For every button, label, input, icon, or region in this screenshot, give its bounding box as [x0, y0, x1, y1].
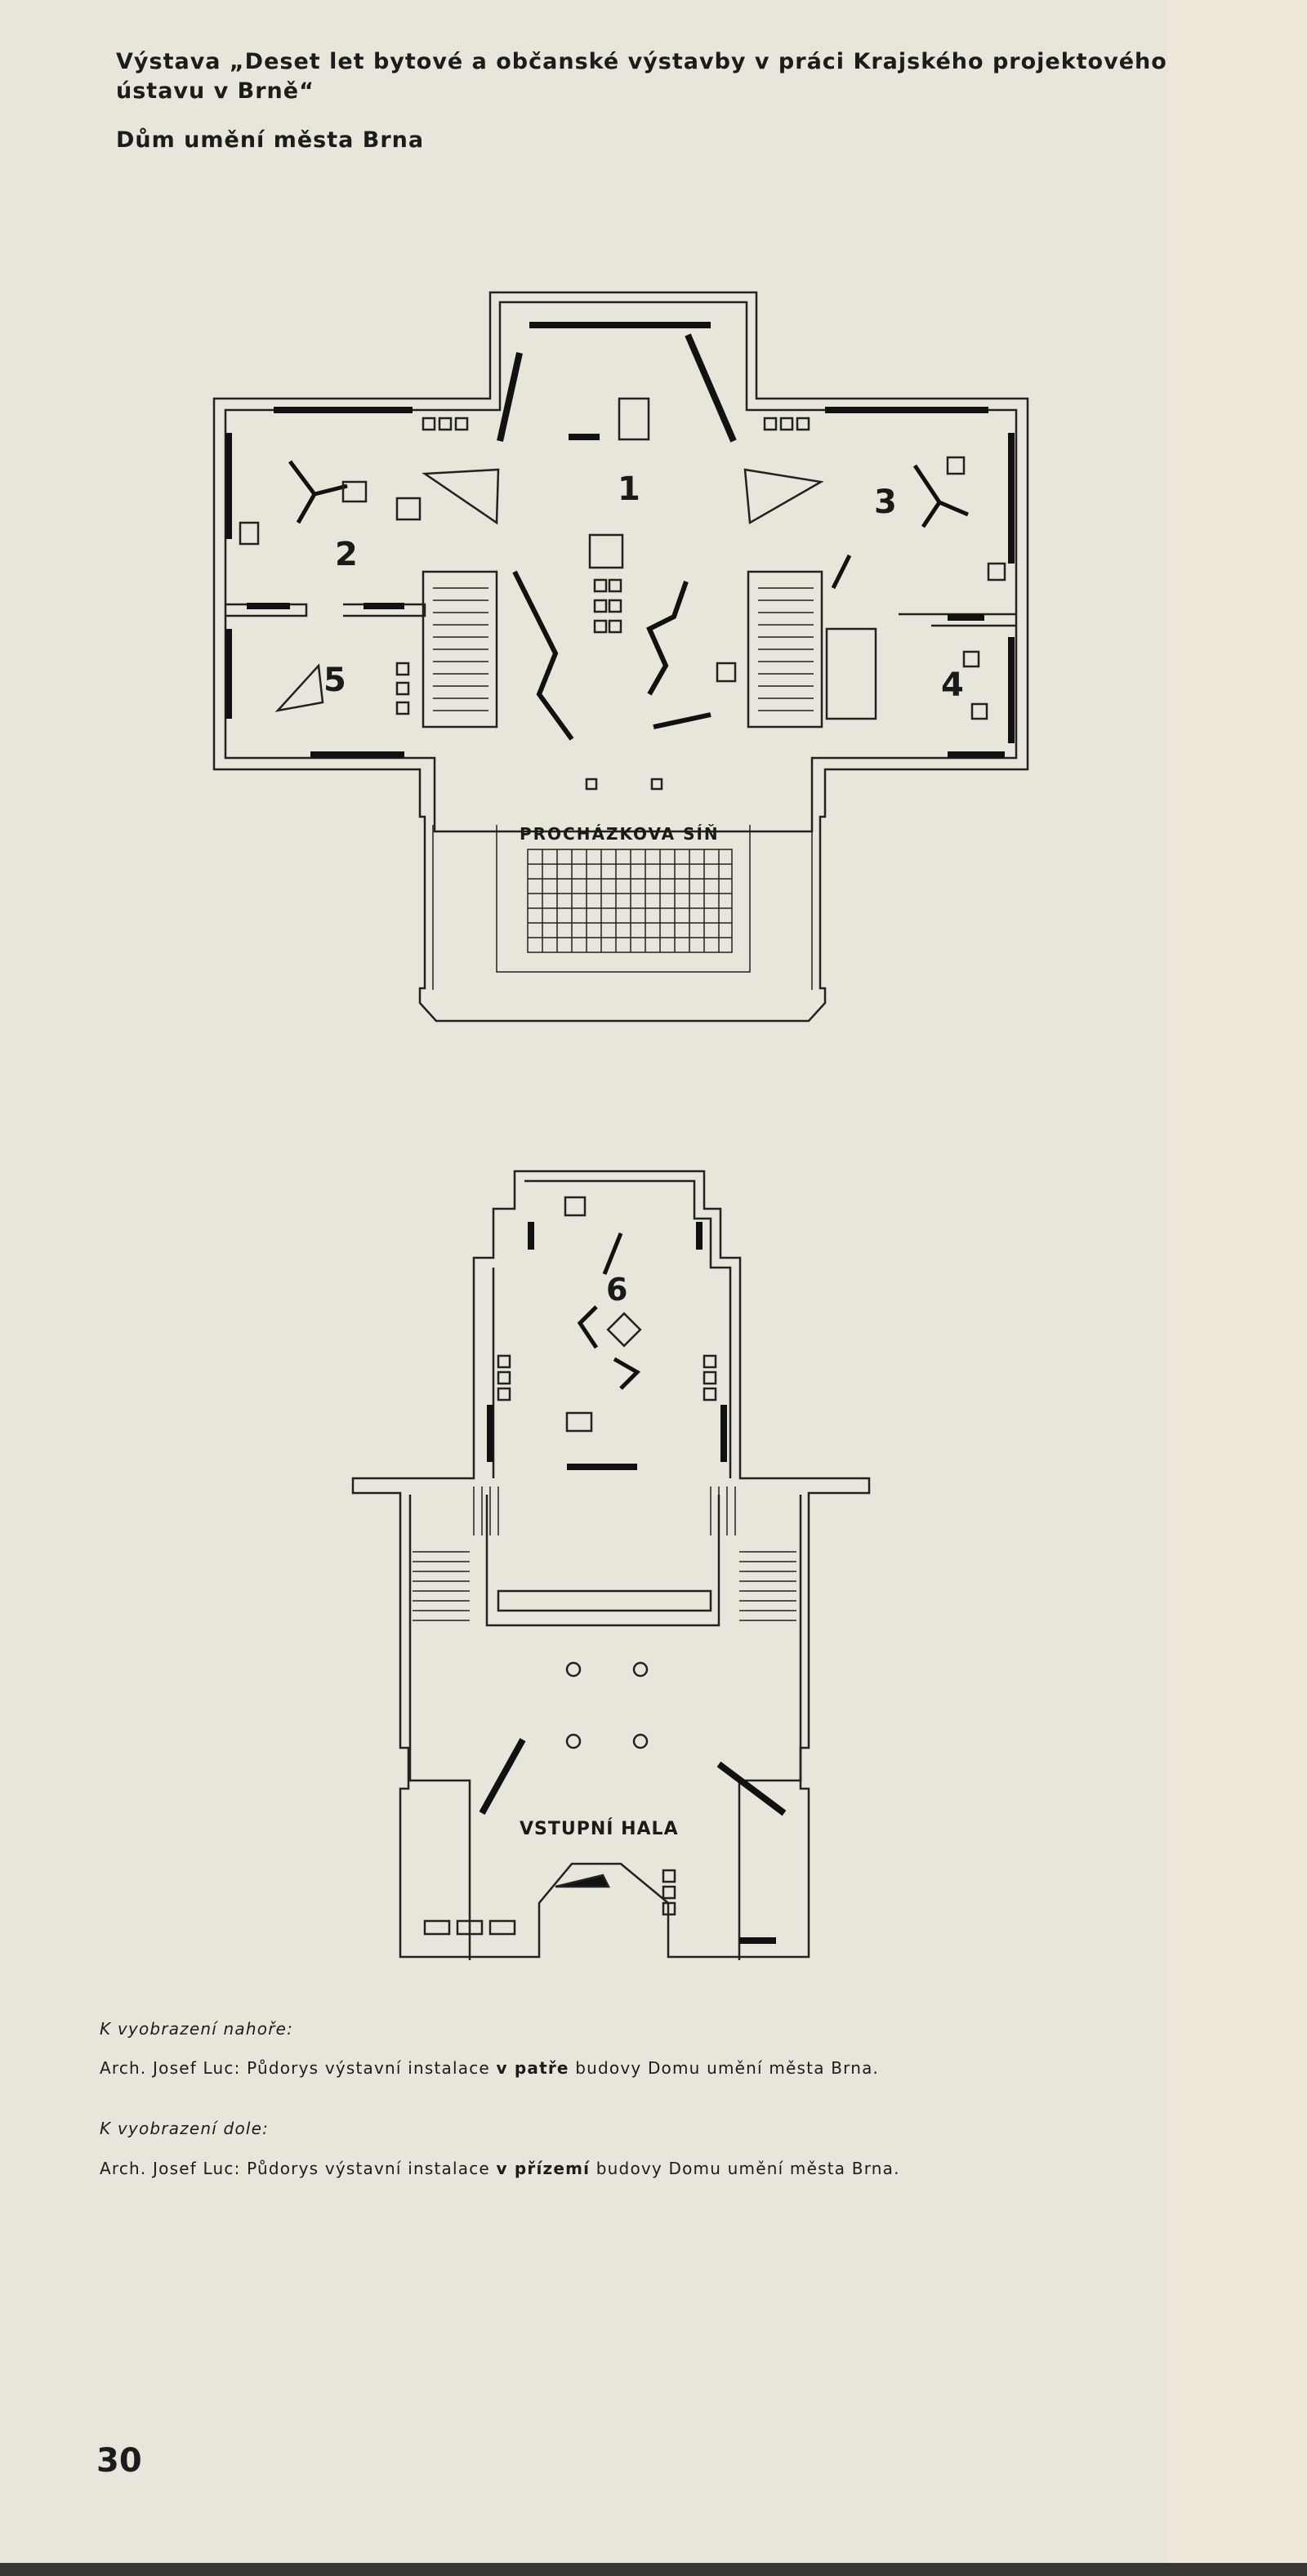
room-label-1: 1 [618, 470, 640, 508]
caption-lower-heading: K vyobrazení dole: [100, 2119, 270, 2138]
page-number: 30 [96, 2442, 142, 2480]
room-label-5: 5 [323, 662, 346, 699]
title-line-2: ústavu v Brně“ [116, 78, 314, 104]
caption-upper-heading: K vyobrazení nahoře: [100, 2019, 294, 2039]
upper-floor-plan: 1 2 3 4 5 PROCHÁZKOVA SÍŇ [212, 291, 1029, 1023]
room-label-2: 2 [335, 536, 358, 573]
hall-label-prochazkova-sin: PROCHÁZKOVA SÍŇ [520, 824, 720, 844]
room-label-3: 3 [874, 484, 897, 521]
caption-lower-text: Arch. Josef Luc: Půdorys výstavní instal… [100, 2159, 900, 2178]
title-line-1: Výstava „Deset let bytové a občanské výs… [116, 49, 1167, 74]
page-edge [1168, 0, 1307, 2576]
lower-floor-plan: 6 VSTUPNÍ HALA [351, 1170, 871, 1960]
page-bottom-edge [0, 2563, 1307, 2576]
hall-grid [527, 849, 733, 953]
subtitle: Dům umění města Brna [116, 127, 425, 153]
caption-upper-text: Arch. Josef Luc: Půdorys výstavní instal… [100, 2058, 880, 2078]
room-label-6: 6 [606, 1272, 627, 1308]
room-label-4: 4 [941, 666, 964, 704]
hall-label-vstupni-hala: VSTUPNÍ HALA [520, 1818, 679, 1839]
